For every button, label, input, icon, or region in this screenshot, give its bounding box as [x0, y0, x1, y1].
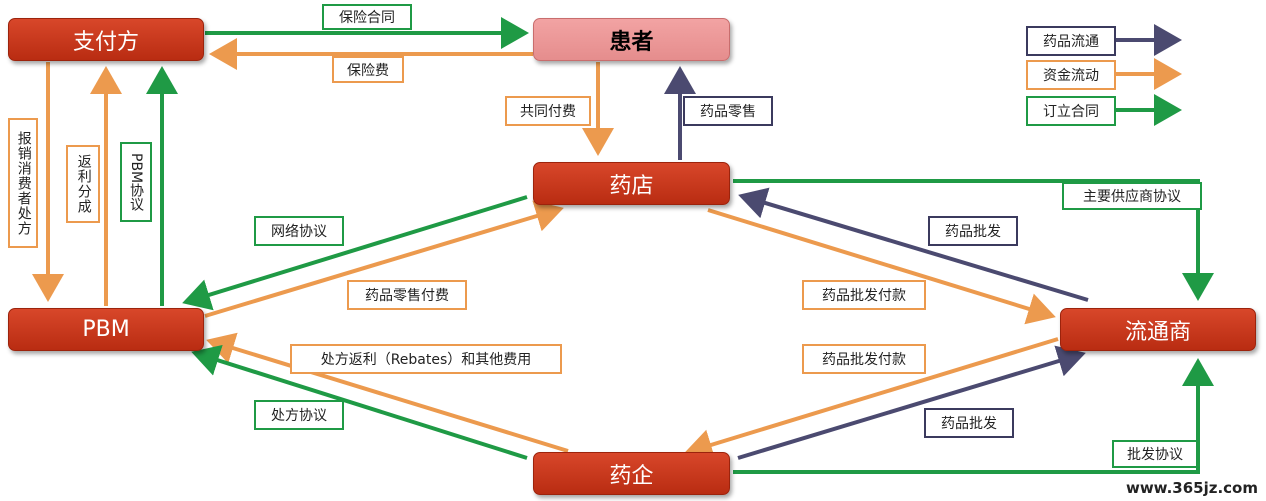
arrow-pbm-to-pharmacy	[204, 200, 564, 318]
label-reimbursement: 报销消费者处方	[8, 118, 38, 248]
label-rebates-fees: 处方返利（Rebates）和其他费用	[290, 344, 562, 374]
arrow-pharmacy-to-distributor	[733, 179, 1214, 301]
patient-node: 患者	[533, 18, 730, 61]
watermark: www.365jz.com	[1125, 479, 1258, 497]
arrow-pharma-to-distributor	[737, 345, 1086, 460]
label-wholesale-payment-1: 药品批发付款	[802, 280, 926, 310]
arrow-pharma-to-pbm-contract	[191, 344, 528, 460]
label-primary-supplier: 主要供应商协议	[1062, 182, 1202, 210]
label-copay: 共同付费	[505, 96, 591, 126]
pharmacy-node: 药店	[533, 162, 730, 205]
legend-drug-flow: 药品流通	[1026, 26, 1116, 56]
distributor-node: 流通商	[1060, 308, 1256, 351]
label-retail-payment: 药品零售付费	[347, 280, 467, 310]
label-wholesale-payment-2: 药品批发付款	[802, 344, 926, 374]
arrow-pharma-contract-to-distributor	[733, 358, 1214, 474]
arrow-pharmacy-to-pbm	[182, 195, 528, 311]
arrow-pharma-to-pbm-rebate	[206, 332, 569, 453]
label-rebate-share: 返利分成	[66, 145, 100, 223]
label-wholesale-2: 药品批发	[924, 408, 1014, 438]
label-wholesale-agreement: 批发协议	[1112, 440, 1198, 468]
payer-node: 支付方	[8, 18, 204, 61]
label-network-agreement: 网络协议	[254, 216, 344, 246]
label-prescription-agreement: 处方协议	[254, 400, 344, 430]
label-wholesale-1: 药品批发	[928, 216, 1018, 246]
pbm-node: PBM	[8, 308, 204, 351]
label-pbm-agreement: PBM协议	[120, 142, 152, 222]
pharma-node: 药企	[533, 452, 730, 495]
arrow-pharmacy-payment-to-distributor	[707, 208, 1056, 325]
label-premium: 保险费	[332, 56, 404, 83]
arrow-distributor-to-pharma	[684, 337, 1059, 461]
label-drug-retail: 药品零售	[683, 96, 773, 126]
label-insurance-contract: 保险合同	[322, 4, 412, 30]
arrow-distributor-to-pharmacy	[738, 187, 1089, 302]
legend-money-flow: 资金流动	[1026, 60, 1116, 90]
legend-contract: 订立合同	[1026, 96, 1116, 126]
